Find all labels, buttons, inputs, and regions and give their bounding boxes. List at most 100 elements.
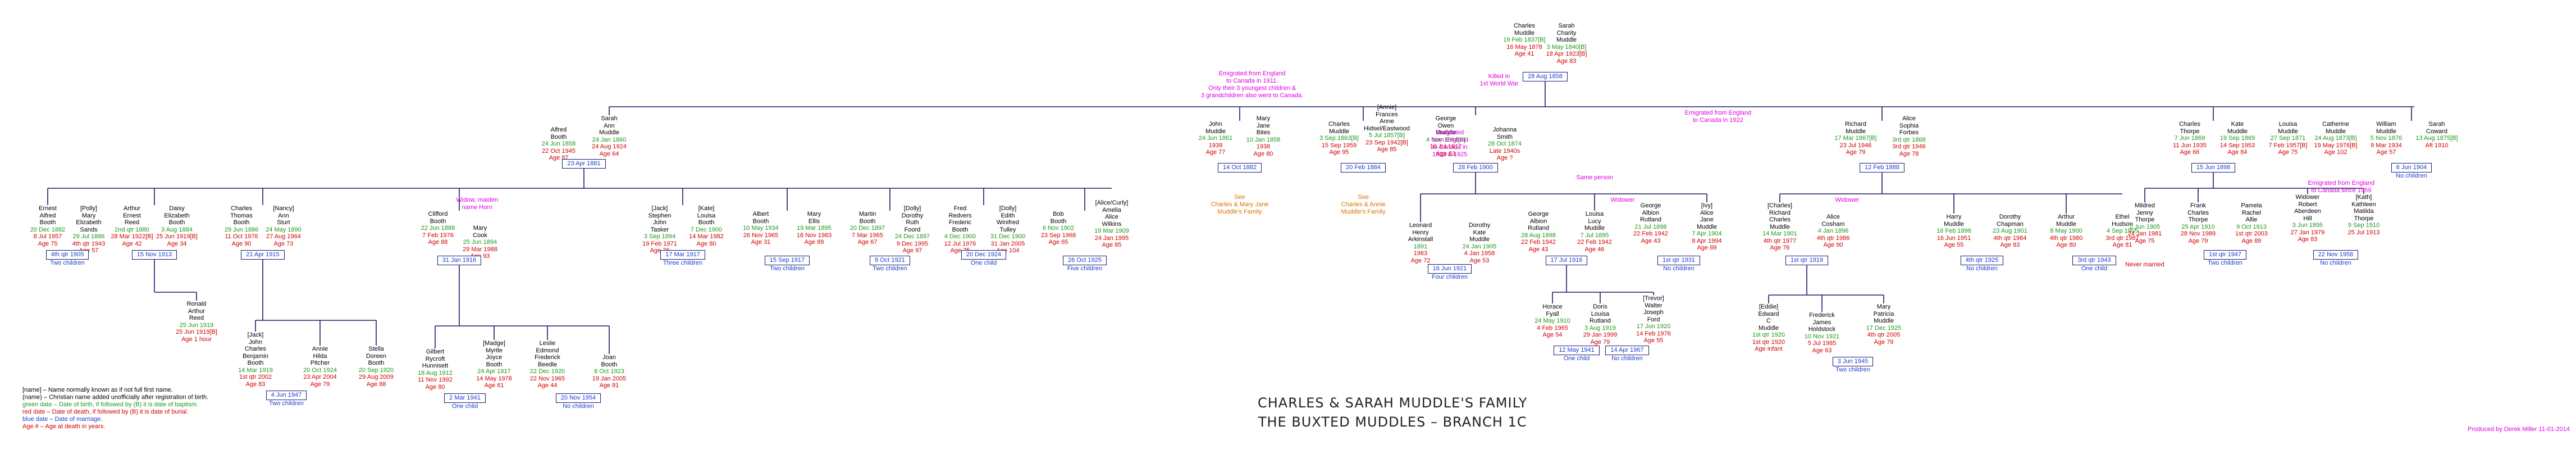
- person-name-line: Ethel: [2115, 214, 2130, 220]
- person-name-line: Charles: [231, 205, 252, 212]
- person-name-line: Alice: [1700, 209, 1714, 216]
- marriage-date: 1st qtr 1947: [2203, 250, 2247, 260]
- age-at-death: Age 46: [1584, 246, 1605, 253]
- marriage-date: 12 May 1941: [1554, 346, 1600, 355]
- death-date: 1939: [1208, 142, 1223, 149]
- annotation-line: See: [1358, 194, 1369, 201]
- birth-date: 19 Feb 1837[B]: [1503, 37, 1546, 43]
- person-name-line: Muddle: [2227, 128, 2248, 135]
- person-name-line: Sturt: [277, 219, 290, 226]
- person-name-line: Doris: [1593, 303, 1607, 310]
- age-at-death: Age 34: [167, 240, 187, 247]
- person-name-line: Charles: [1769, 216, 1791, 223]
- birth-date: 9 Oct 1913: [2236, 223, 2267, 230]
- person-name-line: James: [1812, 319, 1831, 326]
- person-name-line: Booth: [486, 361, 503, 368]
- person-name-line: Robert: [2298, 201, 2317, 208]
- birth-date: 7 Jul 1895: [1580, 232, 1609, 239]
- annotation-line: 1st World War: [1479, 80, 1519, 87]
- age-at-death: Age 55: [1944, 242, 1964, 248]
- person-name-line: Dorothy: [901, 212, 924, 219]
- person-name-line: Richard: [1769, 209, 1791, 216]
- death-date: 4th qtr 1986: [1816, 234, 1850, 242]
- age-at-death: Age 102: [2324, 149, 2347, 156]
- title-line-1: CHARLES & SARAH MUDDLE'S FAMILY: [1258, 395, 1528, 411]
- person-name-line: Foord: [904, 226, 921, 233]
- person-name-line: C: [1766, 318, 1771, 324]
- children-count: Two children: [1835, 366, 1870, 373]
- annotation-line: name Horn: [462, 204, 492, 211]
- birth-date: 5 Jul 1857[B]: [1368, 132, 1405, 139]
- marriage-m-cha: 21 Apr 1915: [221, 250, 305, 260]
- age-at-death: Age 88: [428, 239, 448, 246]
- person-name-line: Muddle: [1556, 37, 1577, 43]
- age-at-death: Age 97: [902, 247, 922, 254]
- person-name-line: Stephen: [648, 212, 672, 219]
- age-at-death: Age 90: [1823, 242, 1843, 248]
- person-name-line: [Annie]: [1377, 104, 1397, 111]
- person-name-line: Ford: [1647, 316, 1660, 323]
- person-name-line: Aberdeen: [2294, 208, 2321, 215]
- birth-date: 8 Oct 1923: [594, 368, 624, 375]
- death-date: 14 Feb 1976: [1636, 330, 1671, 337]
- person-name-line: Louisa: [1591, 310, 1610, 318]
- person-name-line: Tasker: [650, 226, 669, 233]
- person-name-line: Arthur: [188, 307, 205, 315]
- birth-date: 17 Mar 1867[B]: [1834, 135, 1877, 142]
- person-name-line: Booth: [430, 217, 446, 225]
- death-date: 10 Jul 1917: [1429, 143, 1462, 150]
- person-name-line: Richard: [1845, 121, 1866, 128]
- person-name-line: Muddle: [1435, 129, 1456, 136]
- marriage-date: 20 Feb 1884: [1341, 163, 1386, 173]
- birth-date: 18 Aug 1912: [418, 369, 453, 377]
- person-name-line: Alfred: [550, 126, 567, 133]
- annotation-line: Charles & Annie: [1341, 201, 1386, 208]
- person-name-line: Albion: [1642, 209, 1660, 216]
- marriage-m-ric: 12 Feb 1888: [1840, 163, 1924, 173]
- person-name-line: Booth: [698, 219, 715, 226]
- birth-date: 3rd qtr 1868: [1892, 136, 1926, 143]
- person-name-line: [Charles]: [1767, 202, 1793, 209]
- birth-date: 6 Nov 1902: [1042, 225, 1075, 232]
- birth-date: 27 Sep 1871: [2270, 135, 2306, 142]
- birth-date: 17 Dec 1925: [1866, 324, 1902, 332]
- age-at-death: Age 67: [857, 239, 878, 246]
- age-at-death: Age 42: [122, 240, 142, 247]
- children-count: Four children: [1431, 274, 1468, 280]
- person-name-line: Myrtle: [486, 347, 503, 354]
- death-date: 11 Jun 1935: [2173, 142, 2207, 149]
- person-name-line: Muddle: [1769, 223, 1791, 230]
- title-line-2: THE BUXTED MUDDLES – BRANCH 1C: [1258, 414, 1527, 430]
- person-name-line: Booth: [233, 219, 250, 226]
- person-name-line: Mary: [1876, 303, 1891, 310]
- person-name-line: Stella: [368, 346, 384, 352]
- person-name-line: Thorpe: [2188, 216, 2208, 223]
- person-name-line: Muddle: [1469, 236, 1490, 243]
- death-date: 4th qtr 1984: [1993, 234, 2027, 242]
- person-name-line: Winifred: [996, 219, 1020, 226]
- marriage-date: 1st qtr 1919: [1785, 256, 1829, 265]
- annotation-line: Same person: [1576, 174, 1613, 181]
